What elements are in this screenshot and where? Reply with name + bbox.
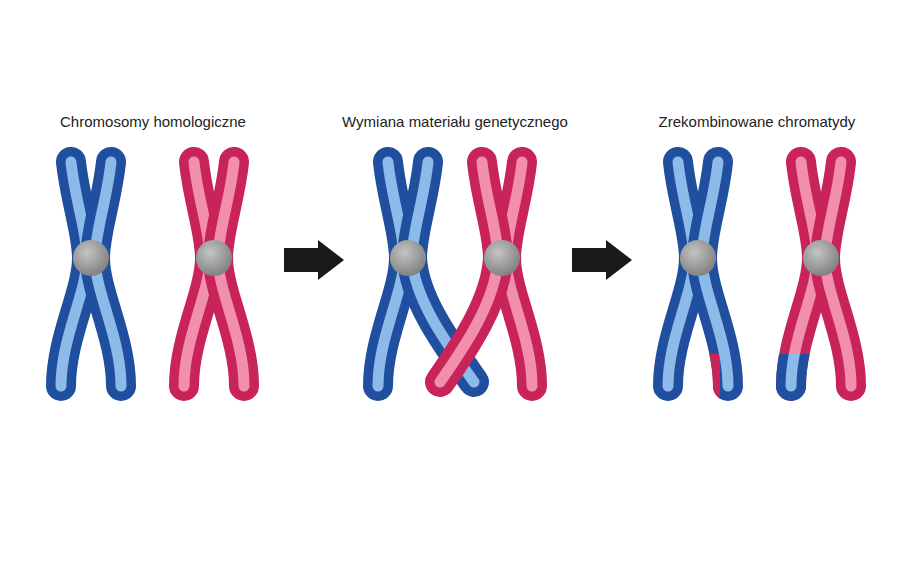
panel-heading: Chromosomy homologiczne <box>60 113 246 131</box>
panel-heading: Zrekombinowane chromatydy <box>659 113 856 131</box>
panel-heading: Wymiana materiału genetycznego <box>342 113 568 131</box>
